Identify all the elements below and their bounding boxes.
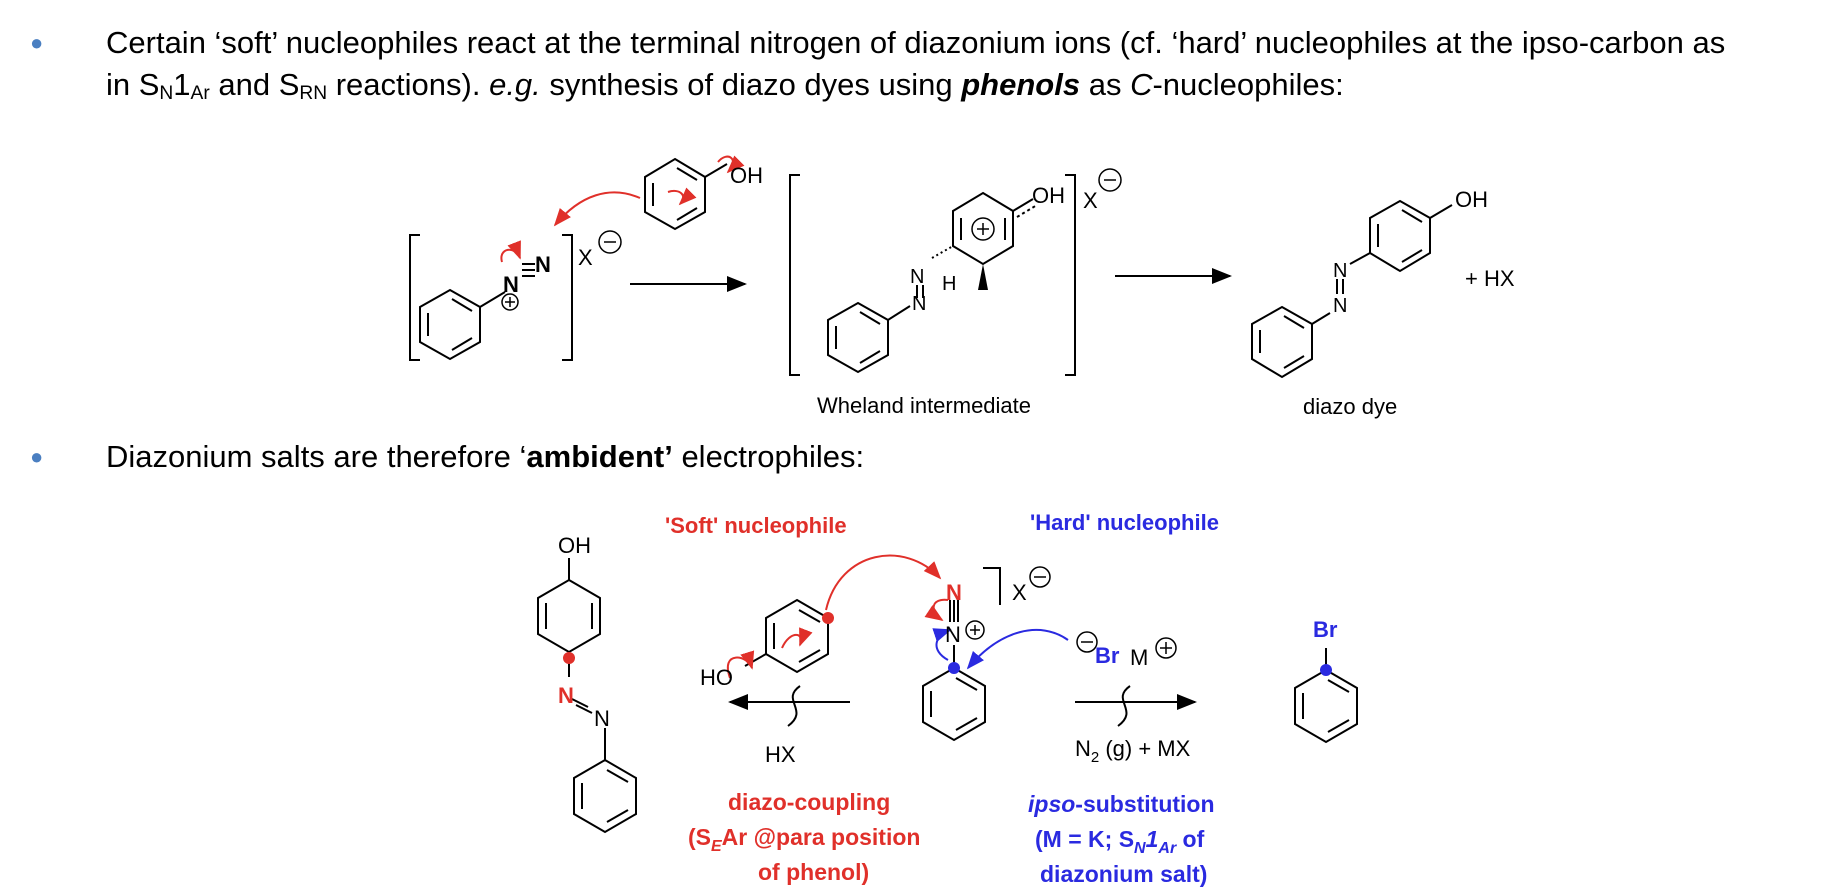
reactive-site-dot <box>822 612 834 624</box>
ipso-label-1: ipso-substitution <box>1028 791 1215 817</box>
bracket-right <box>1065 174 1076 376</box>
br-label: Br <box>1095 643 1120 668</box>
n-label: N <box>1333 295 1347 317</box>
oh-label: OH <box>1032 183 1065 208</box>
coupling-label-3: of phenol) <box>758 859 869 885</box>
curly-arrow-hard <box>966 628 1069 670</box>
minus-charge <box>1029 566 1051 588</box>
curly-arrow <box>932 628 952 661</box>
plus-charge <box>501 293 519 311</box>
bullet-2-text: Diazonium salts are therefore ‘ambident’… <box>106 439 865 474</box>
n-label: N <box>535 252 551 277</box>
plus-charge <box>965 620 985 640</box>
curly-arrow <box>781 627 813 649</box>
n-label: N <box>912 293 926 315</box>
n2-mx-label: N2 (g) + MX <box>1075 736 1191 766</box>
ipso-label-2: (M = K; SN1Ar of <box>1035 826 1205 857</box>
plus-charge <box>971 217 995 241</box>
plus-charge <box>1155 637 1177 659</box>
ipso-label-3: diazonium salt) <box>1040 861 1207 887</box>
reactive-site-dot <box>948 662 960 674</box>
curly-byproduct-arrow <box>787 685 801 727</box>
curly-arrow <box>553 191 641 227</box>
coupling-label-1: diazo-coupling <box>728 789 890 815</box>
oh-label: OH <box>558 533 591 558</box>
curly-arrow <box>726 650 755 679</box>
n-label: N <box>910 266 924 288</box>
curly-arrow <box>667 187 697 206</box>
n-label: N <box>945 622 961 647</box>
minus-charge <box>598 230 622 254</box>
carbonyl-bond <box>1012 198 1034 212</box>
hx-label: HX <box>765 742 796 767</box>
m-label: M <box>1130 645 1148 670</box>
bullet-marker-1: ● <box>30 30 44 55</box>
minus-charge <box>1098 168 1122 192</box>
reactive-site-dot <box>1320 664 1332 676</box>
bullet-1-line-2: in SN1Ar and SRN reactions). e.g. synthe… <box>106 67 1344 104</box>
soft-nucleophile-label: 'Soft' nucleophile <box>665 513 847 538</box>
bracket-left <box>409 234 420 361</box>
phenyl-ring-middle <box>922 666 986 742</box>
wedge-bond <box>978 264 988 290</box>
bracket <box>983 567 1001 605</box>
h-label: H <box>942 273 956 295</box>
bromobenzene-ring <box>1294 668 1358 744</box>
reactive-site-dot <box>563 652 575 664</box>
coupling-label-2: (SEAr @para position <box>688 824 920 855</box>
hard-nucleophile-label: 'Hard' nucleophile <box>1030 510 1219 535</box>
n-label: N <box>1333 260 1347 282</box>
curly-byproduct-arrow <box>1117 685 1131 727</box>
oh-label: OH <box>1455 187 1488 212</box>
phenyl-ring-left <box>573 758 637 834</box>
x-label: X <box>1083 188 1098 213</box>
bullet-1-line-1: Certain ‘soft’ nucleophiles react at the… <box>106 25 1726 60</box>
x-label: X <box>1012 580 1027 605</box>
bracket-left <box>789 174 800 376</box>
bullet-1-text: Certain ‘soft’ nucleophiles react at the… <box>106 22 1725 115</box>
bracket-right <box>562 234 573 361</box>
phenol-ring-left <box>537 578 601 654</box>
ho-label: HO <box>700 665 733 690</box>
phenol-ring-middle <box>765 598 829 674</box>
bond <box>479 291 506 308</box>
n-label: N <box>594 706 610 731</box>
diazo-dye-label: diazo dye <box>1303 394 1397 419</box>
minus-charge <box>1076 631 1098 653</box>
wheland-intermediate-label: Wheland intermediate <box>817 393 1031 418</box>
phenyl-ring-product <box>1251 305 1313 379</box>
n-label: N <box>946 580 962 605</box>
byproduct-label: + HX <box>1465 266 1515 291</box>
curly-arrow <box>717 155 745 174</box>
x-label: X <box>578 245 593 270</box>
bond <box>704 163 728 178</box>
curly-arrow-soft <box>825 554 942 611</box>
curly-arrow <box>924 598 949 621</box>
n-label: N <box>558 683 574 708</box>
br-label: Br <box>1313 617 1338 642</box>
n-label: N <box>503 272 519 297</box>
curly-arrow <box>500 240 521 263</box>
oh-label: OH <box>730 163 763 188</box>
bullet-marker-2: ● <box>30 444 44 469</box>
